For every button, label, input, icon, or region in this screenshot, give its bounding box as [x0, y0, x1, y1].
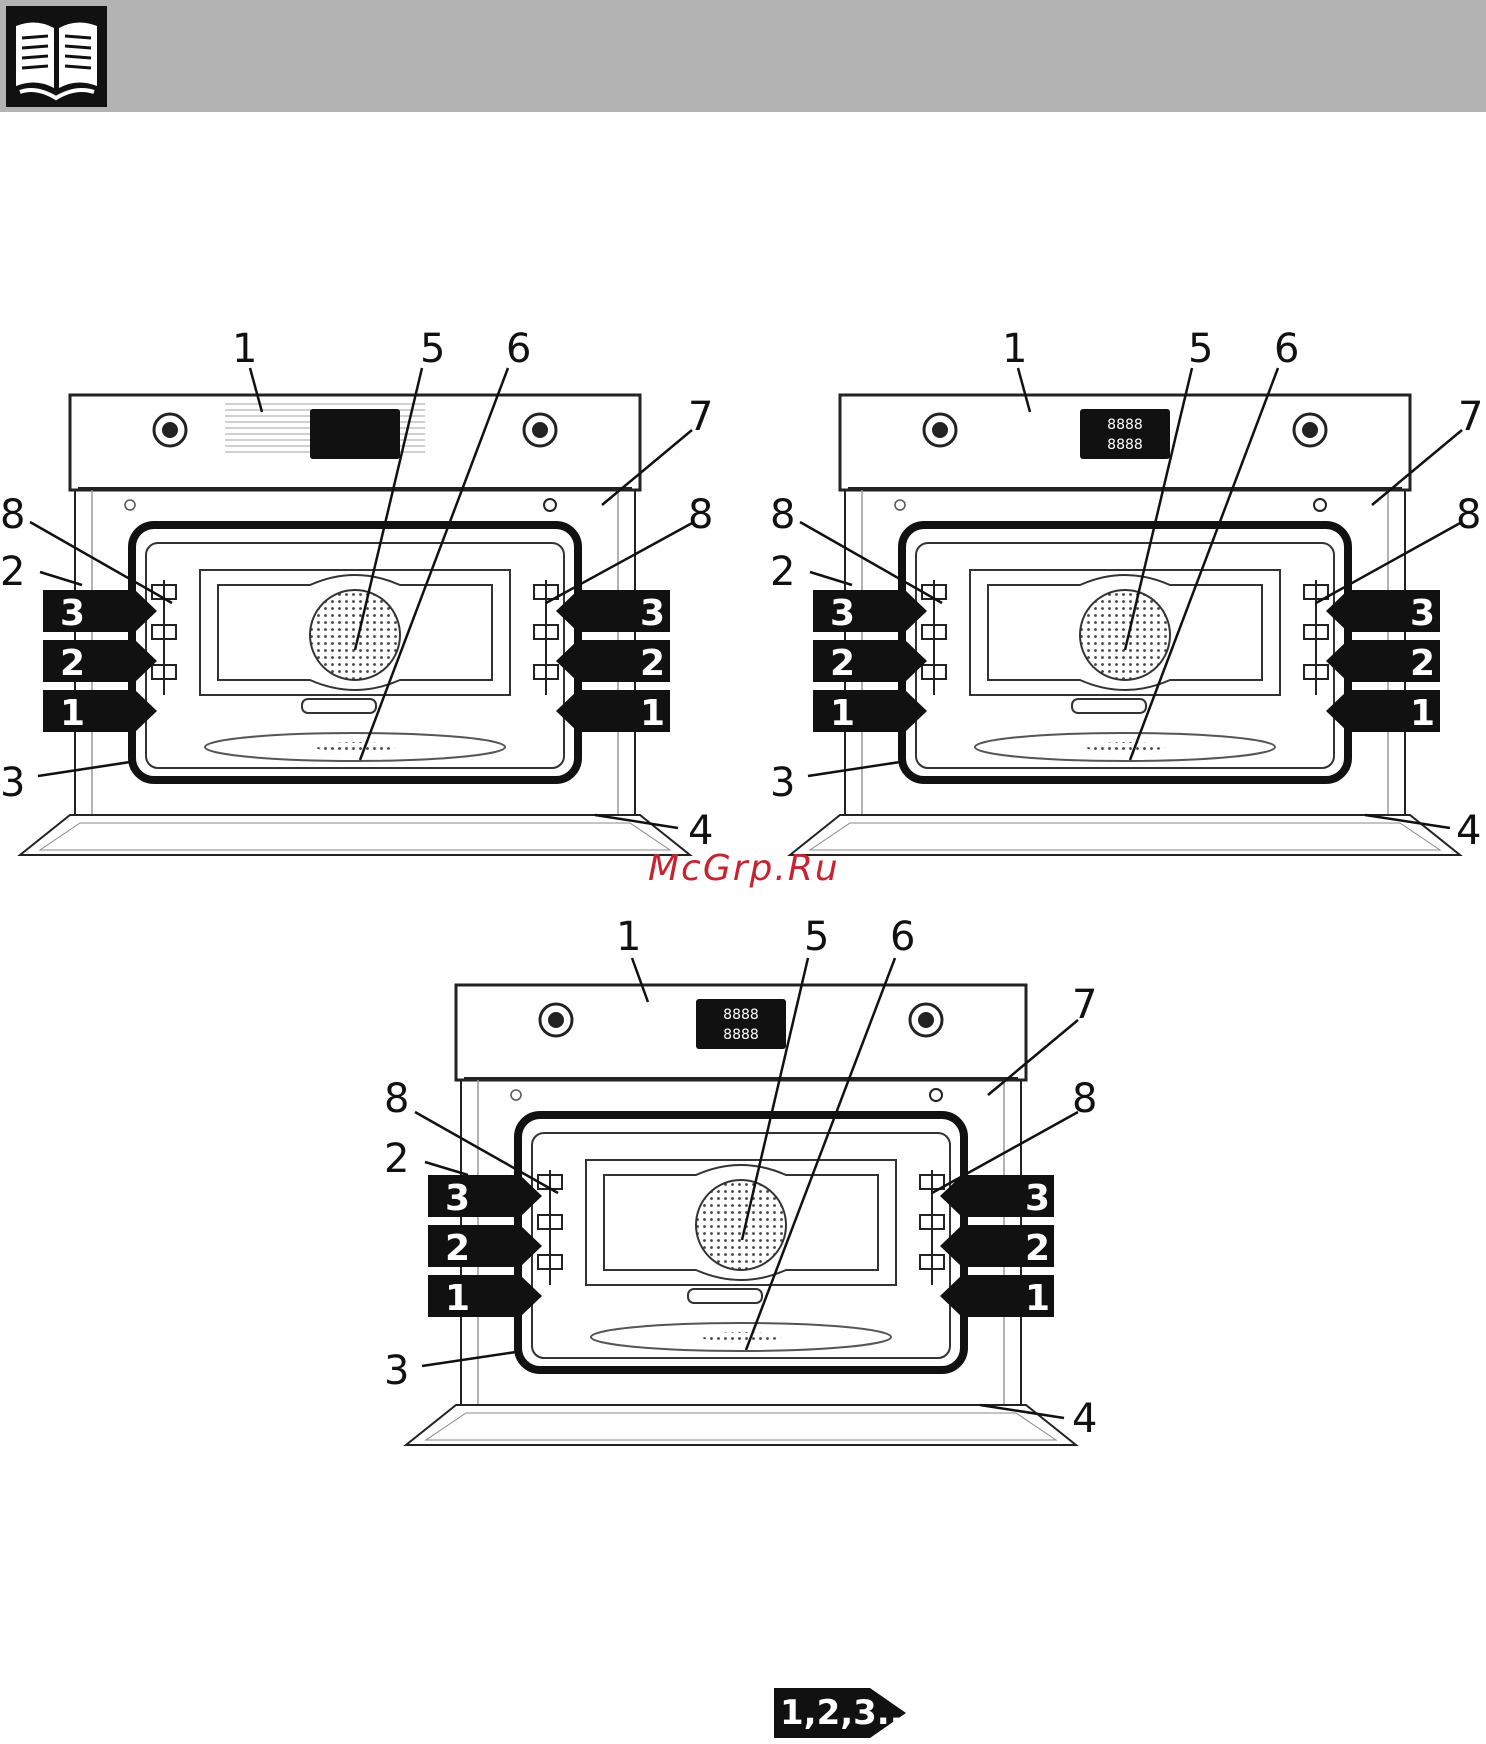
callout-4: 4 [1072, 1396, 1097, 1442]
level-label: 1 [445, 1278, 470, 1319]
callout-4: 4 [1456, 808, 1481, 854]
callout-2: 2 [770, 549, 795, 595]
callout-6: 6 [1274, 326, 1299, 372]
callout-2: 2 [0, 549, 25, 595]
callout-7: 7 [1072, 982, 1097, 1028]
callout-1: 1 [232, 326, 257, 372]
level-label: 1 [1025, 1278, 1050, 1319]
level-label: 3 [60, 593, 85, 634]
callout-8: 8 [688, 492, 713, 538]
callout-3: 3 [0, 760, 25, 806]
callout-1: 1 [616, 914, 641, 960]
footer-tag-label: 1,2,3... [780, 1693, 910, 1733]
callout-6: 6 [506, 326, 531, 372]
callout-6: 6 [890, 914, 915, 960]
callout-7: 7 [1458, 394, 1483, 440]
level-label: 2 [830, 643, 855, 684]
footer-tag: 1,2,3... [774, 1688, 910, 1742]
callout-1: 1 [1002, 326, 1027, 372]
callout-3: 3 [384, 1348, 409, 1394]
level-label: 2 [445, 1228, 470, 1269]
callout-8: 8 [1072, 1076, 1097, 1122]
level-label: 2 [640, 643, 665, 684]
level-label: 3 [640, 593, 665, 634]
callout-2: 2 [384, 1136, 409, 1182]
level-label: 2 [60, 643, 85, 684]
level-label: 1 [830, 693, 855, 734]
callout-3: 3 [770, 760, 795, 806]
level-label: 1 [60, 693, 85, 734]
level-label: 2 [1410, 643, 1435, 684]
level-label: 1 [640, 693, 665, 734]
level-label: 3 [445, 1178, 470, 1219]
callout-8: 8 [0, 492, 25, 538]
callout-5: 5 [804, 914, 829, 960]
callout-8: 8 [384, 1076, 409, 1122]
callout-7: 7 [688, 394, 713, 440]
level-label: 3 [830, 593, 855, 634]
callout-5: 5 [1188, 326, 1213, 372]
watermark: McGrp.Ru [648, 848, 840, 889]
level-label: 2 [1025, 1228, 1050, 1269]
callout-8: 8 [1456, 492, 1481, 538]
level-label: 3 [1025, 1178, 1050, 1219]
level-label: 3 [1410, 593, 1435, 634]
callout-5: 5 [420, 326, 445, 372]
level-label: 1 [1410, 693, 1435, 734]
callout-8: 8 [770, 492, 795, 538]
